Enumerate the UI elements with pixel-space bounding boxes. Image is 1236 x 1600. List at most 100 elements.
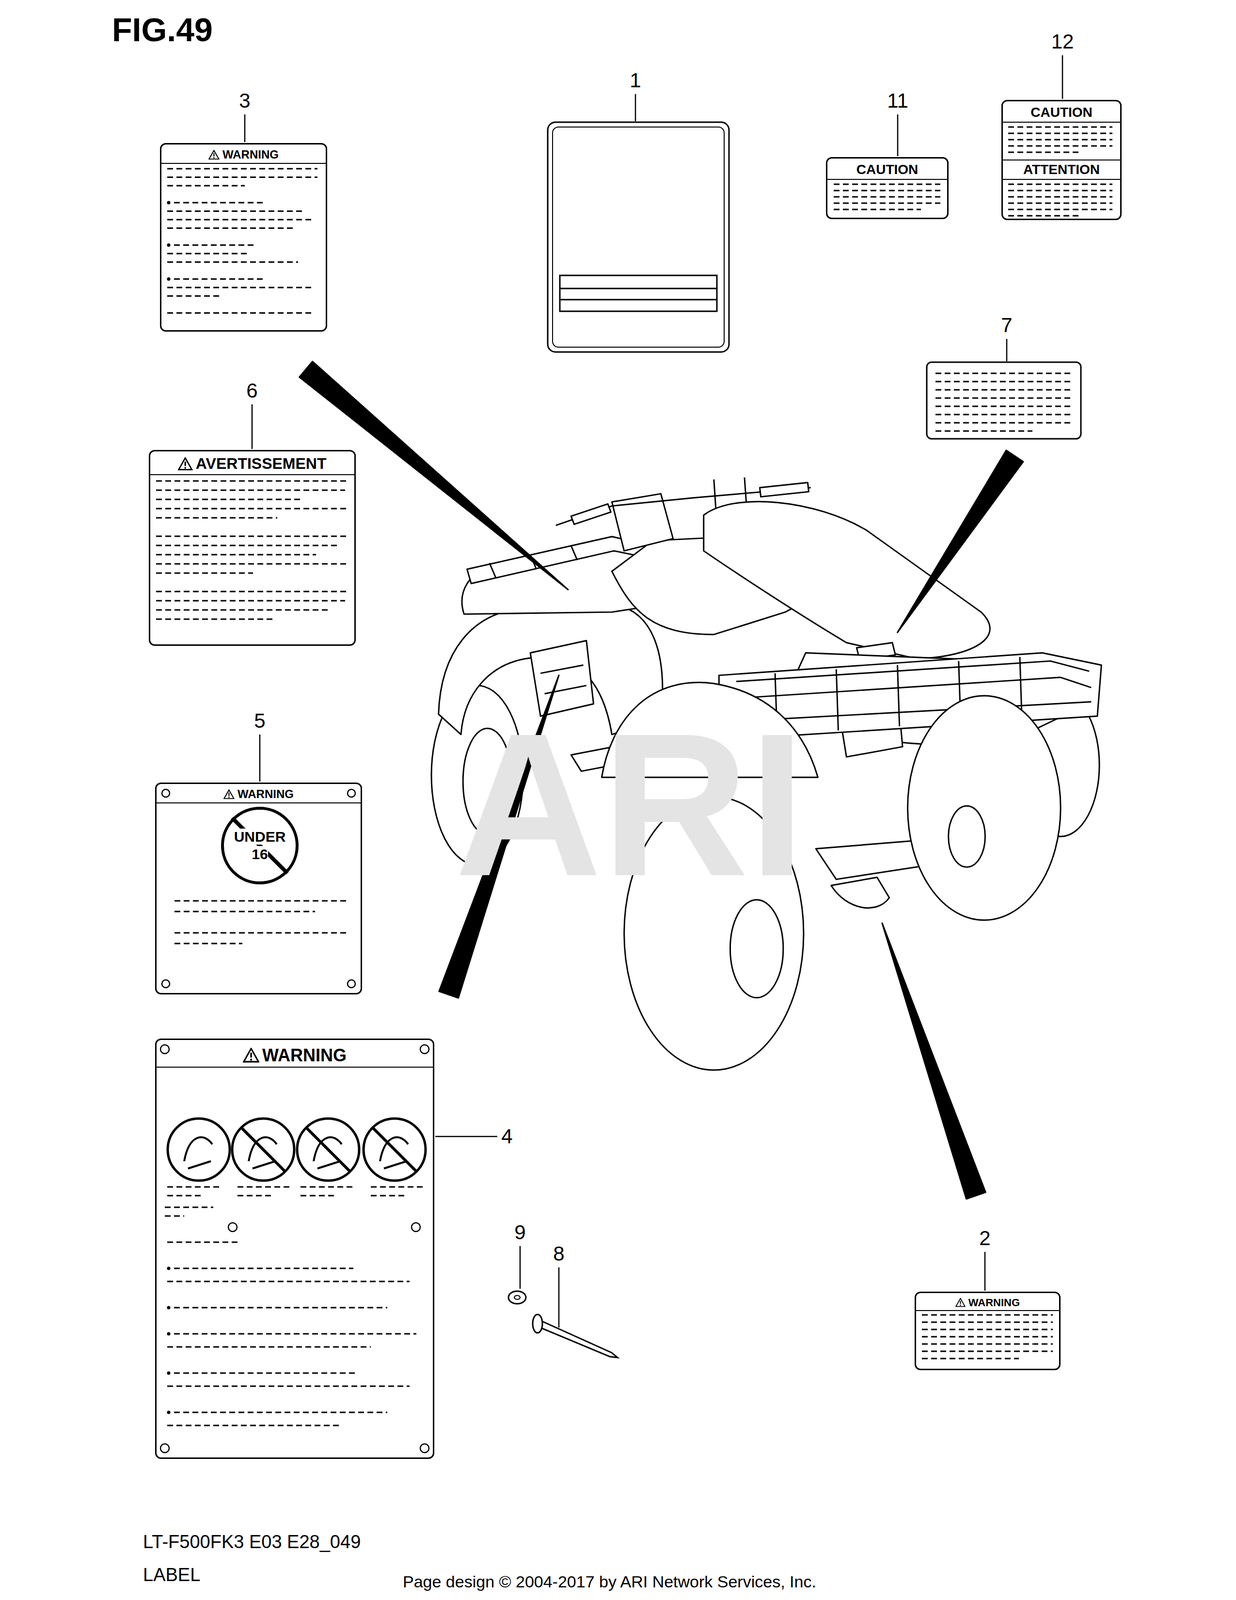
text-dash <box>833 202 941 205</box>
text-dash <box>935 405 1072 408</box>
warning-label: CAUTION <box>825 157 949 220</box>
callout-number: 9 <box>514 1220 526 1244</box>
leader-line <box>519 1245 522 1289</box>
text-dash <box>156 590 348 593</box>
exclamation-dot <box>250 1058 253 1061</box>
screw-hole <box>420 1044 429 1054</box>
exclamation-dot <box>959 1304 961 1306</box>
text-dash <box>370 1194 405 1197</box>
text-dash <box>370 1186 425 1188</box>
label-heading: WARNING <box>968 1296 1020 1309</box>
text-dash <box>174 910 316 913</box>
text-dash <box>921 1321 1053 1323</box>
text-dash <box>174 900 349 902</box>
text-dash <box>1008 151 1081 154</box>
age-circle: UNDER 16 <box>221 806 299 885</box>
text-dash <box>833 208 921 211</box>
text-wrap: ATTENTION <box>1023 161 1100 178</box>
bullet-dot <box>167 243 171 247</box>
text-dash <box>935 389 1072 391</box>
text-dash <box>174 244 257 246</box>
wheel-hub <box>948 805 986 867</box>
text-dash <box>1008 196 1113 198</box>
text-dash <box>156 618 273 620</box>
exclamation-bar <box>959 1300 961 1304</box>
leader-line <box>558 1267 560 1328</box>
text-wrap: WARNING <box>968 1296 1020 1309</box>
label-header: WARNING <box>916 1294 1060 1311</box>
bullet-dot <box>167 1266 171 1270</box>
text-dash <box>167 168 318 170</box>
text-dash <box>167 1280 410 1283</box>
text-dashes <box>935 373 1072 431</box>
text-dash <box>167 1194 202 1197</box>
rear-right-wheel <box>907 695 1062 920</box>
text-dash <box>300 1186 354 1188</box>
label-heading: ATTENTION <box>1023 161 1100 177</box>
text-dash <box>167 261 299 263</box>
text-dash <box>1008 190 1113 192</box>
label-bar <box>559 275 717 312</box>
leader-line <box>634 94 637 122</box>
text-dash <box>174 1306 388 1309</box>
seat <box>703 501 991 660</box>
text-dash <box>167 1424 342 1427</box>
warning-label: CAUTIONATTENTION <box>1001 99 1122 221</box>
text-dash <box>921 1314 1053 1316</box>
text-dash <box>156 489 346 492</box>
label-inner-border <box>552 126 725 348</box>
text-wrap: AVERTISSEMENT <box>195 454 327 473</box>
pictogram <box>313 1137 342 1169</box>
text-dashes <box>237 1186 291 1196</box>
triangle-outline <box>243 1048 259 1062</box>
wheel-hub <box>729 899 783 998</box>
exclamation-bar <box>184 461 187 466</box>
label-header: AVERTISSEMENT <box>150 453 355 476</box>
warning-label: WARNING UNDER 16 <box>155 782 363 995</box>
label-heading: WARNING <box>237 787 294 801</box>
text-dashes <box>1008 126 1113 153</box>
text-dash <box>237 1194 272 1197</box>
exclamation-dot <box>228 796 230 798</box>
text-dash <box>167 219 313 221</box>
atv-illustration <box>299 361 1102 1199</box>
text-dash <box>164 1215 185 1217</box>
text-dash <box>300 1194 335 1197</box>
watermark: ARI <box>454 692 806 917</box>
text-dash <box>156 480 348 482</box>
text-dash <box>174 1372 359 1374</box>
screw-hole <box>411 1222 421 1232</box>
triangle-outline <box>223 789 234 799</box>
callout-number: 3 <box>238 89 251 112</box>
pointer-wedge <box>882 922 986 1199</box>
text-dash <box>167 1346 371 1348</box>
text-dash <box>935 422 1072 424</box>
text-dash <box>1008 202 1113 205</box>
pictogram-circle <box>297 1118 360 1181</box>
bullet-dot <box>167 201 171 205</box>
label-heading: CAUTION <box>856 161 919 177</box>
decal-area <box>540 665 587 694</box>
text-dash <box>156 507 348 510</box>
text-dash <box>174 1267 354 1269</box>
screw-hole <box>228 1222 238 1232</box>
callout-number: 6 <box>246 379 258 402</box>
text-dash <box>156 609 331 611</box>
warning-triangle <box>208 149 220 160</box>
text-dash <box>921 1350 1053 1352</box>
text-dashes <box>833 184 941 210</box>
text-dash <box>167 185 245 187</box>
callout-number: 8 <box>553 1242 565 1265</box>
callout-number: 5 <box>253 709 266 732</box>
prohibition-slash <box>241 1127 286 1172</box>
text-dash <box>237 1186 291 1188</box>
label-sticker <box>547 122 729 352</box>
text-wrap: CAUTION <box>856 161 919 178</box>
screw-hole <box>420 1443 429 1453</box>
triangle-outline <box>955 1298 966 1307</box>
pictogram <box>248 1137 277 1169</box>
text-dash <box>1008 145 1113 147</box>
callout-number: 7 <box>1000 314 1013 337</box>
text-dash <box>156 498 302 501</box>
